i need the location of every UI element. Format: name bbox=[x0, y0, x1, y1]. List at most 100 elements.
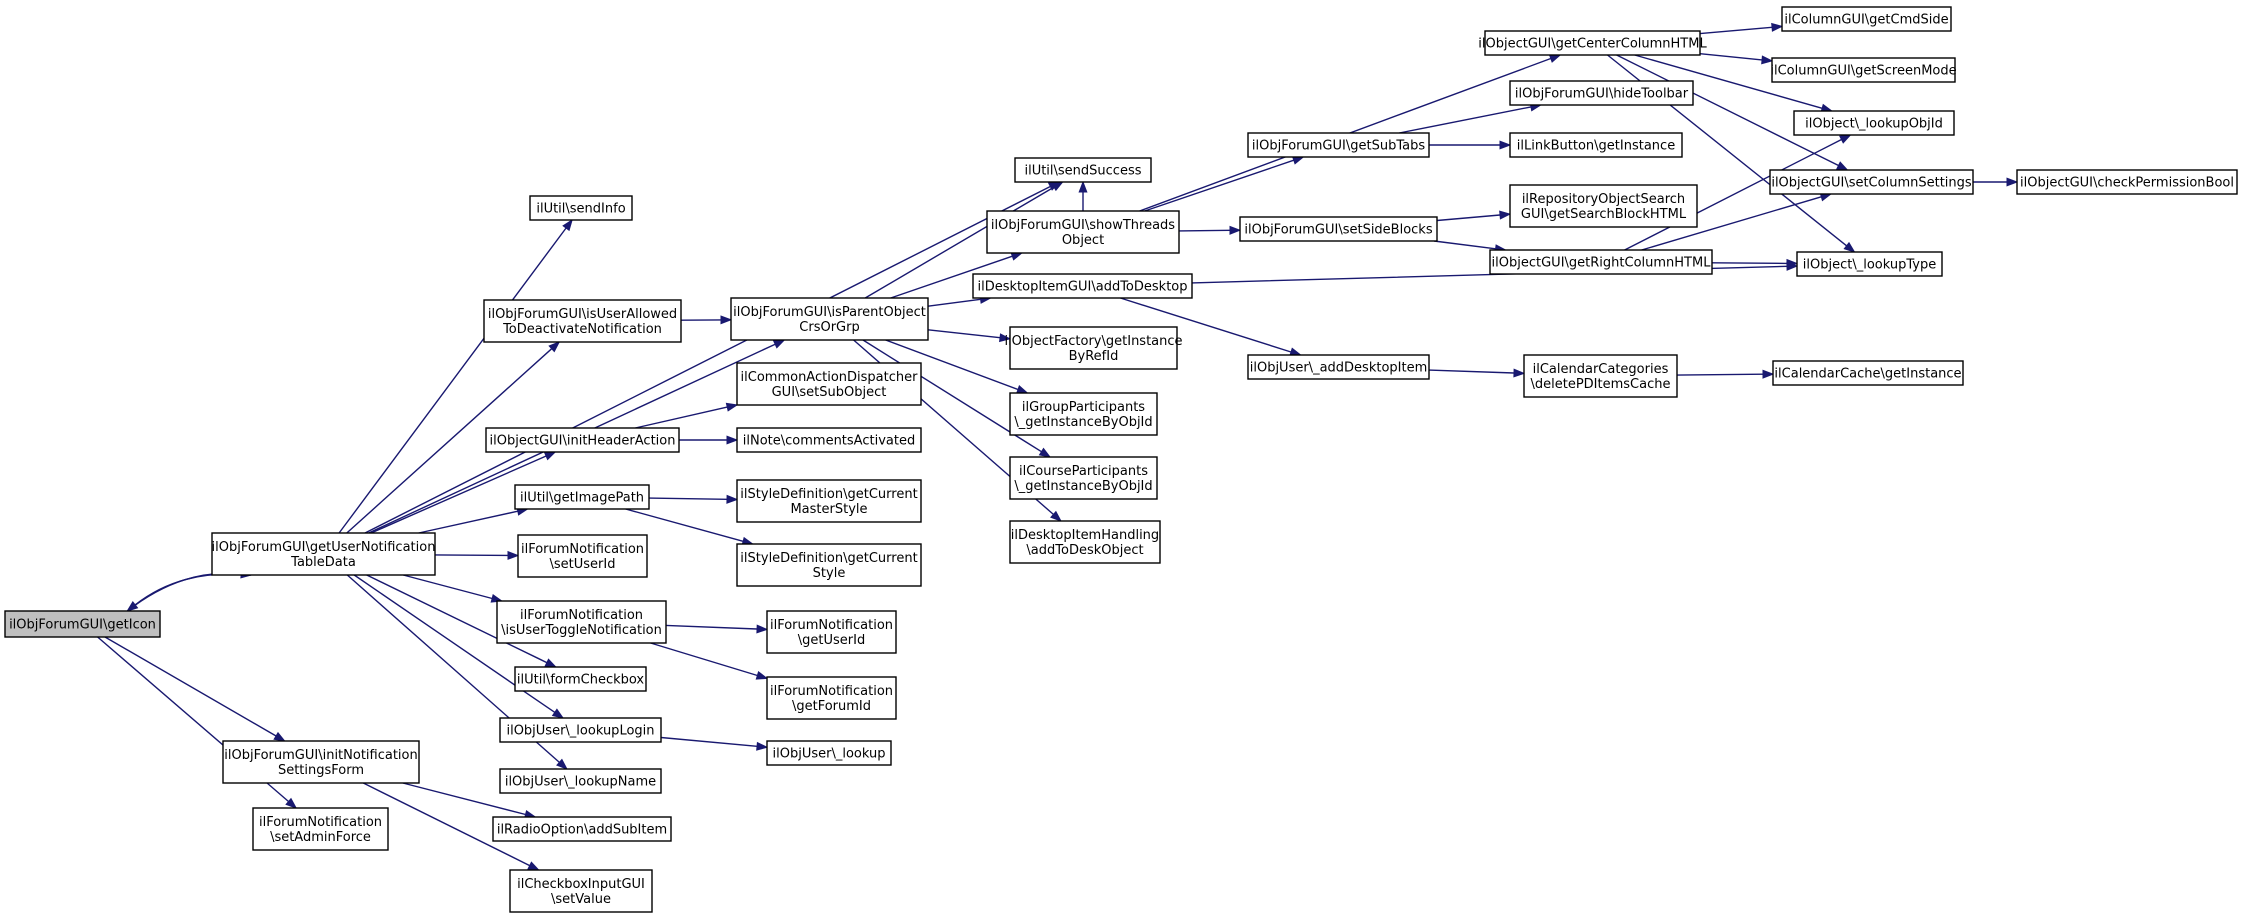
edge-get-center-column-html-to-lookup-obj-id bbox=[1634, 54, 1834, 113]
node-get-search-block-html[interactable]: ilRepositoryObjectSearchGUI\getSearchBlo… bbox=[1509, 184, 1698, 228]
node-get-center-column-html[interactable]: ilObjectGUI\getCenterColumnHTML bbox=[1478, 30, 1707, 56]
node-form-checkbox[interactable]: ilUtil\formCheckbox bbox=[514, 666, 647, 692]
node-label: \isUserToggleNotification bbox=[501, 623, 662, 638]
node-label: ilObjForumGUI\isParentObject bbox=[733, 305, 926, 320]
arrowhead bbox=[772, 339, 786, 349]
node-add-to-desktop[interactable]: ilDesktopItemGUI\addToDesktop bbox=[972, 273, 1193, 299]
node-lookup-name[interactable]: ilObjUser\_lookupName bbox=[499, 768, 662, 794]
arrowhead bbox=[1771, 22, 1784, 32]
arrowhead bbox=[999, 333, 1012, 343]
node-label: ilForumNotification bbox=[521, 542, 644, 557]
node-set-value[interactable]: ilCheckboxInputGUI\setValue bbox=[509, 869, 653, 913]
node-box bbox=[1489, 249, 1713, 275]
node-init-header-action[interactable]: ilObjectGUI\initHeaderAction bbox=[485, 427, 680, 453]
edge-get-user-notification-table-data-to-send-info bbox=[338, 218, 573, 534]
node-lookup[interactable]: ilObjUser\_lookup bbox=[766, 740, 892, 766]
node-init-notification-settings-form[interactable]: ilObjForumGUI\initNotificationSettingsFo… bbox=[222, 740, 420, 784]
node-check-permission-bool[interactable]: ilObjectGUI\checkPermissionBool bbox=[2016, 169, 2238, 195]
arrowhead bbox=[756, 624, 769, 634]
node-lookup-obj-id[interactable]: ilObject\_lookupObjId bbox=[1793, 110, 1955, 136]
node-label: ilObjUser\_addDesktopItem bbox=[1250, 361, 1428, 376]
node-box bbox=[514, 666, 647, 692]
node-set-column-settings[interactable]: ilObjectGUI\setColumnSettings bbox=[1769, 169, 1974, 195]
node-course-get-instance-by-obj-id[interactable]: ilCourseParticipants\_getInstanceByObjId bbox=[1009, 456, 1158, 500]
node-send-info[interactable]: ilUtil\sendInfo bbox=[529, 195, 633, 221]
node-get-screen-mode[interactable]: ilColumnGUI\getScreenMode bbox=[1770, 57, 1957, 83]
node-box bbox=[1523, 354, 1678, 398]
node-label: GUI\setSubObject bbox=[772, 385, 887, 400]
node-box bbox=[252, 807, 389, 851]
arrowhead bbox=[725, 402, 739, 412]
node-label: ilObject\_lookupObjId bbox=[1805, 117, 1943, 132]
arrowhead bbox=[756, 741, 769, 751]
node-set-admin-force[interactable]: ilForumNotification\setAdminForce bbox=[252, 807, 389, 851]
node-box bbox=[1247, 132, 1430, 158]
node-label: ByRefId bbox=[1069, 349, 1119, 364]
edge-get-user-notification-table-data-to-get-icon bbox=[126, 573, 252, 612]
node-get-image-path[interactable]: ilUtil\getImagePath bbox=[514, 484, 650, 510]
node-lookup-login[interactable]: ilObjUser\_lookupLogin bbox=[499, 717, 662, 743]
edge-show-threads-object-to-send-success bbox=[1078, 180, 1088, 212]
arrowhead bbox=[285, 797, 298, 809]
node-label: ilObjForumGUI\getSubTabs bbox=[1252, 139, 1425, 154]
node-label: ilRepositoryObjectSearch bbox=[1522, 192, 1685, 207]
arrowhead bbox=[1078, 180, 1088, 193]
node-label: ilUtil\sendSuccess bbox=[1024, 164, 1141, 179]
node-add-desktop-item[interactable]: ilObjUser\_addDesktopItem bbox=[1247, 354, 1430, 380]
node-hide-toolbar[interactable]: ilObjForumGUI\hideToolbar bbox=[1509, 80, 1694, 106]
node-box bbox=[1509, 132, 1683, 158]
arrowhead bbox=[1015, 385, 1029, 394]
node-box bbox=[4, 610, 161, 638]
edge-is-parent-object-crs-or-grp-to-send-success bbox=[864, 181, 1064, 299]
node-comments-activated[interactable]: ilNote\commentsActivated bbox=[736, 427, 922, 453]
node-label: ilLinkButton\getInstance bbox=[1517, 139, 1675, 154]
node-group-get-instance-by-obj-id[interactable]: ilGroupParticipants\_getInstanceByObjId bbox=[1009, 392, 1158, 436]
node-label: ilCalendarCache\getInstance bbox=[1774, 367, 1961, 382]
node-fn-get-user-id[interactable]: ilForumNotification\getUserId bbox=[766, 610, 897, 654]
node-get-right-column-html[interactable]: ilObjectGUI\getRightColumnHTML bbox=[1489, 249, 1713, 275]
node-link-get-instance[interactable]: ilLinkButton\getInstance bbox=[1509, 132, 1683, 158]
node-box bbox=[1239, 216, 1438, 242]
node-label: ilRadioOption\addSubItem bbox=[497, 823, 667, 838]
node-get-icon[interactable]: ilObjForumGUI\getIcon bbox=[4, 610, 161, 638]
node-send-success[interactable]: ilUtil\sendSuccess bbox=[1014, 157, 1152, 183]
node-lookup-type[interactable]: ilObject\_lookupType bbox=[1796, 251, 1943, 277]
arrowhead bbox=[1499, 210, 1512, 220]
node-label: ilObjForumGUI\getUserNotification bbox=[212, 540, 436, 555]
node-calendar-cache-get-instance[interactable]: ilCalendarCache\getInstance bbox=[1772, 360, 1964, 386]
node-label: ilObjectGUI\checkPermissionBool bbox=[2020, 176, 2234, 191]
node-get-sub-tabs[interactable]: ilObjForumGUI\getSubTabs bbox=[1247, 132, 1430, 158]
edge-set-side-blocks-to-get-search-block-html bbox=[1436, 210, 1512, 222]
node-get-forum-id[interactable]: ilForumNotification\getForumId bbox=[766, 676, 897, 720]
edge-show-threads-object-to-set-side-blocks bbox=[1178, 225, 1242, 235]
node-set-user-id[interactable]: ilForumNotification\setUserId bbox=[517, 534, 648, 578]
node-label: ilObjForumGUI\hideToolbar bbox=[1515, 87, 1689, 102]
node-label: ilObjectGUI\getCenterColumnHTML bbox=[1478, 37, 1707, 52]
node-box bbox=[1009, 392, 1158, 436]
node-get-user-notification-table-data[interactable]: ilObjForumGUI\getUserNotificationTableDa… bbox=[211, 532, 436, 576]
edge-get-sub-tabs-to-hide-toolbar bbox=[1399, 102, 1543, 134]
node-box bbox=[1247, 354, 1430, 380]
node-label: Object bbox=[1062, 233, 1104, 248]
node-is-user-allowed-to-deactivate-notification[interactable]: ilObjForumGUI\isUserAllowedToDeactivateN… bbox=[483, 299, 682, 343]
edge-get-user-notification-table-data-to-is-user-toggle-notification bbox=[403, 574, 504, 603]
arrowhead bbox=[1010, 252, 1024, 261]
node-add-to-desk-object[interactable]: ilDesktopItemHandling\addToDeskObject bbox=[1009, 520, 1161, 564]
node-set-side-blocks[interactable]: ilObjForumGUI\setSideBlocks bbox=[1239, 216, 1438, 242]
node-label: ilObjectGUI\setColumnSettings bbox=[1771, 176, 1972, 191]
node-is-user-toggle-notification[interactable]: ilForumNotification\isUserToggleNotifica… bbox=[496, 600, 667, 644]
node-add-sub-item[interactable]: ilRadioOption\addSubItem bbox=[492, 816, 672, 842]
node-delete-pditems-cache[interactable]: ilCalendarCategories\deletePDItemsCache bbox=[1523, 354, 1678, 398]
edge-get-user-notification-table-data-to-lookup-login bbox=[353, 574, 565, 719]
arrowhead bbox=[556, 758, 568, 770]
arrowhead bbox=[726, 494, 739, 504]
node-box bbox=[499, 717, 662, 743]
node-get-cmd-side[interactable]: ilColumnGUI\getCmdSide bbox=[1781, 6, 1952, 32]
node-box bbox=[492, 816, 672, 842]
